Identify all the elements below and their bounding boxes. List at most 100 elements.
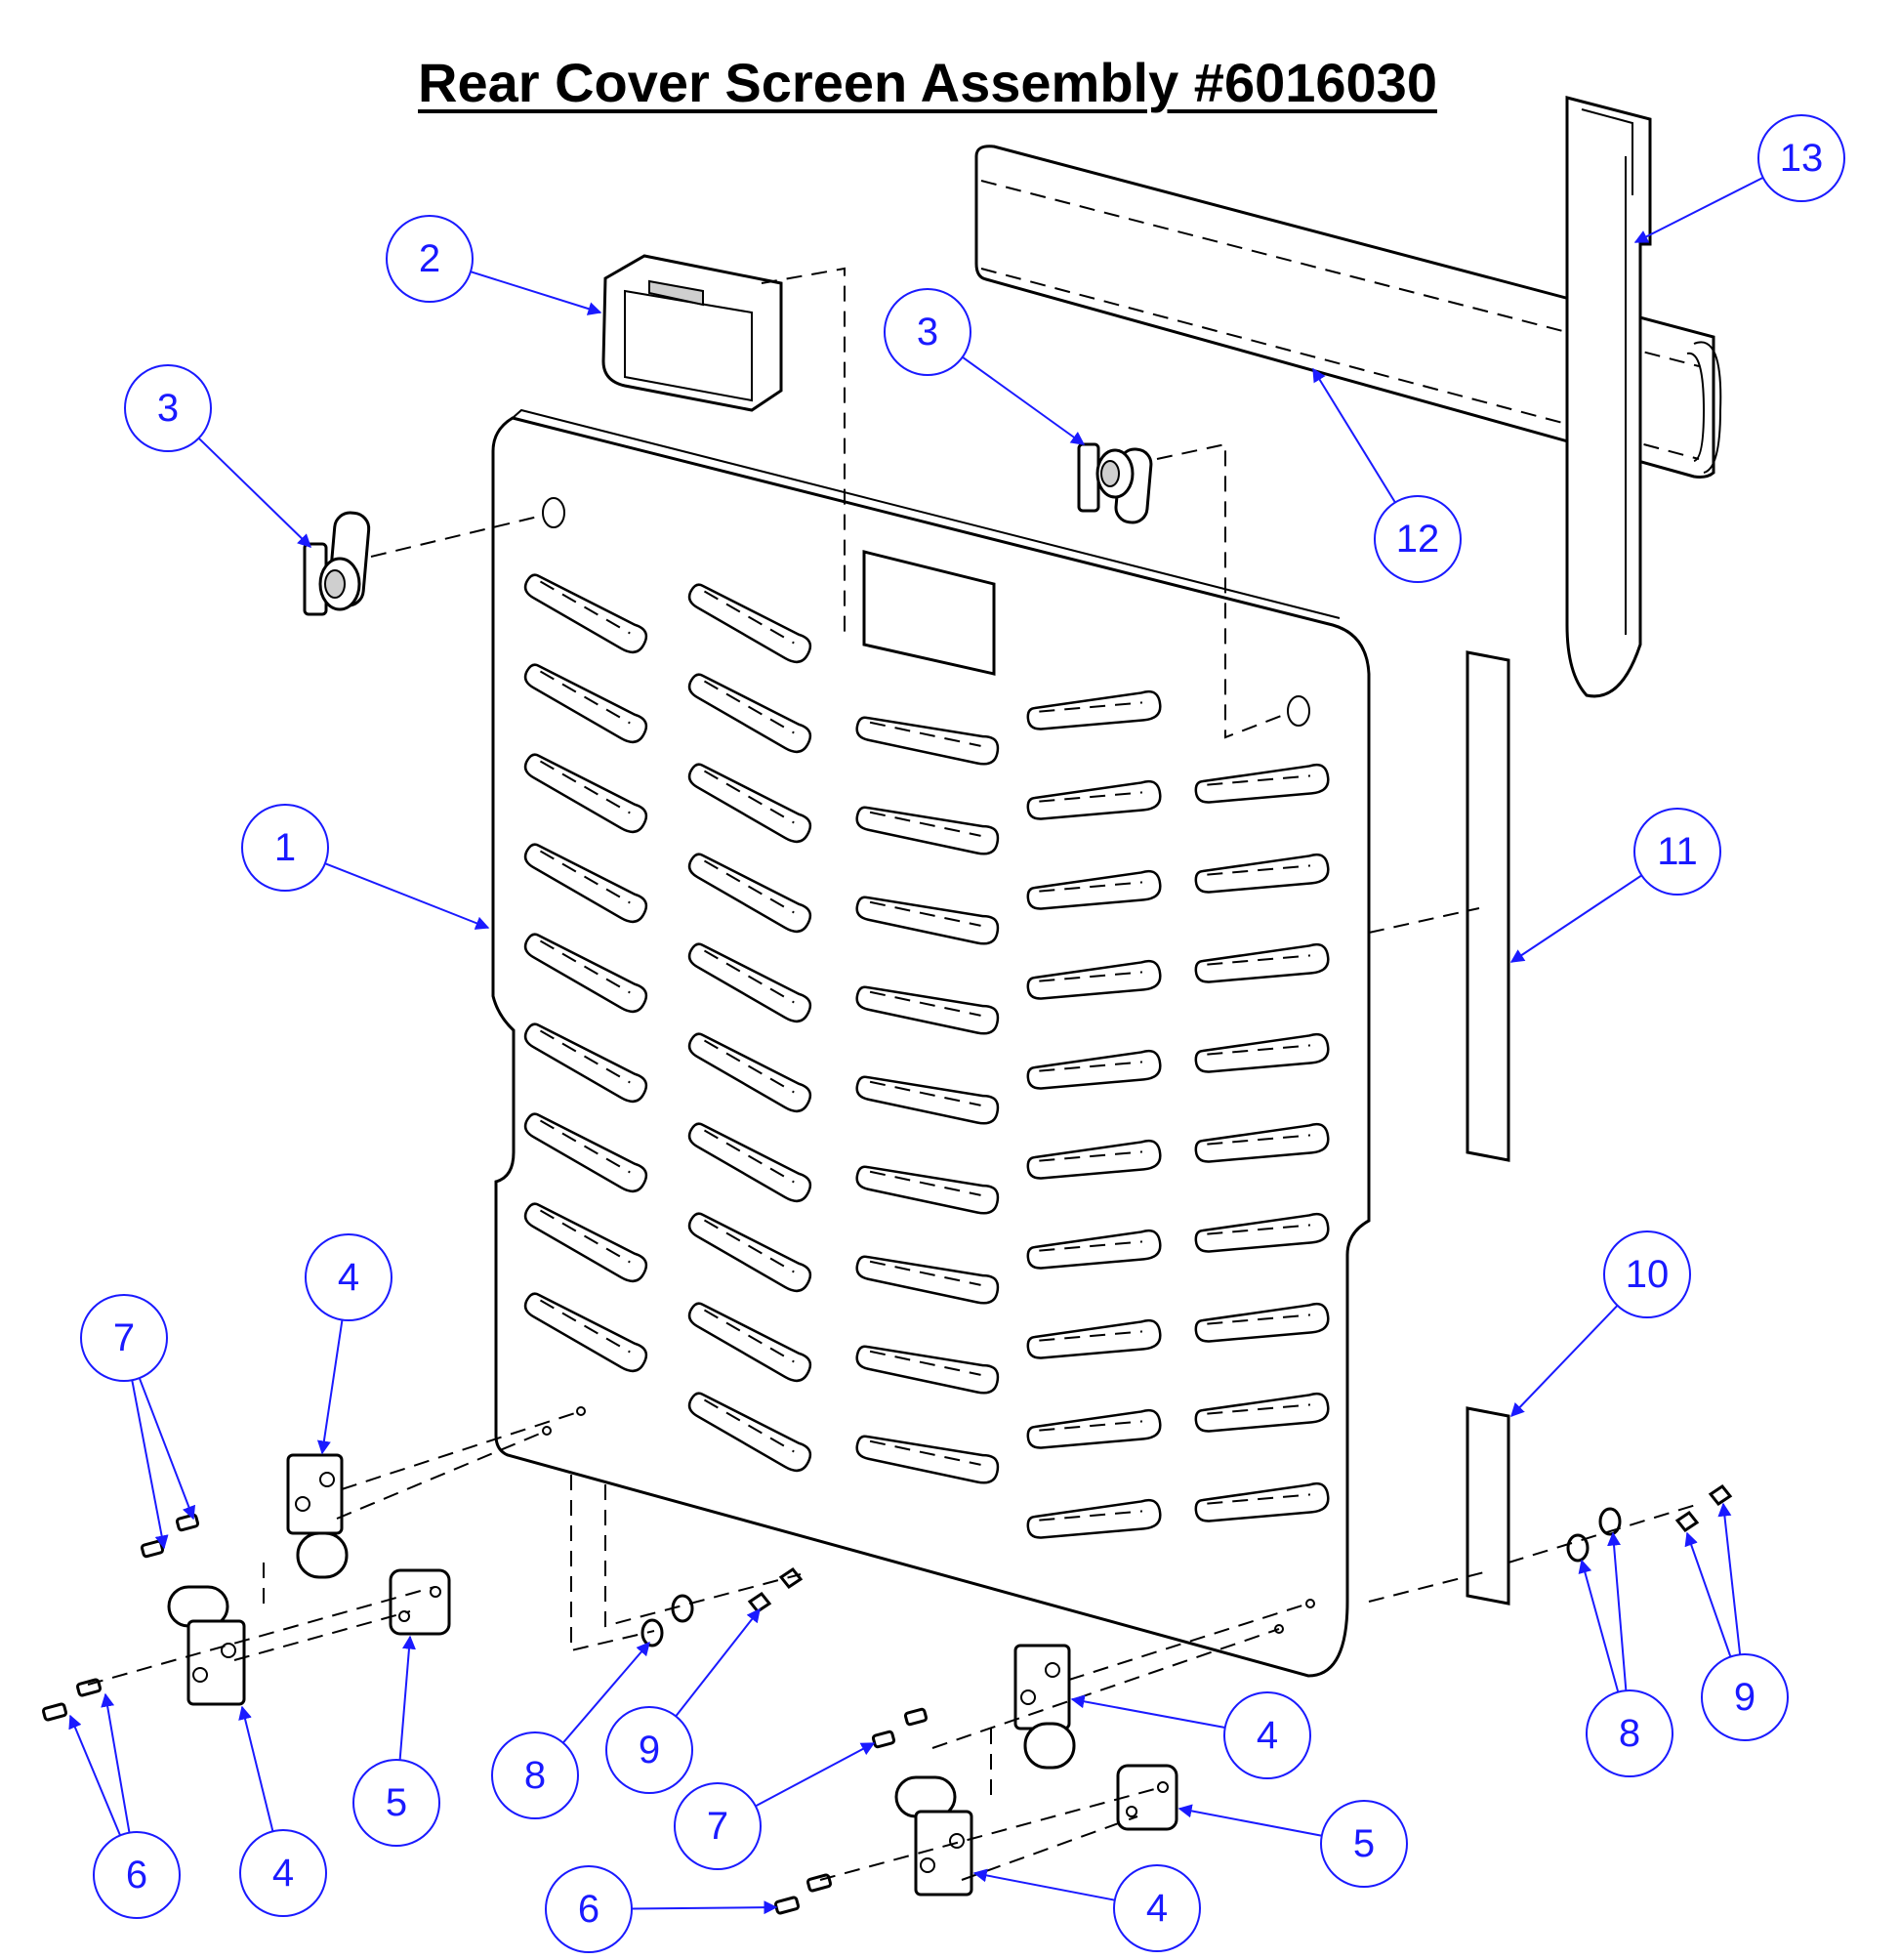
louver-slot	[687, 1122, 812, 1203]
leader-arrow	[755, 1742, 876, 1808]
diagram-title: Rear Cover Screen Assembly #6016030	[418, 52, 1437, 113]
leader-arrow	[1717, 1502, 1742, 1655]
leader-arrow	[197, 437, 312, 548]
louver-slot	[687, 673, 812, 754]
callout-label: 6	[126, 1854, 147, 1897]
callout-7: 7	[674, 1782, 762, 1870]
louver-slot	[1194, 942, 1330, 983]
callout-5: 5	[352, 1759, 440, 1847]
callout-4: 4	[305, 1233, 392, 1321]
callout-circle	[1701, 1653, 1789, 1741]
callout-circle	[386, 215, 474, 303]
callout-circle	[491, 1731, 579, 1819]
louver-slot	[1194, 1392, 1330, 1433]
callout-label: 5	[386, 1781, 407, 1824]
leader-arrow	[1510, 1305, 1619, 1418]
callout-11: 11	[1633, 808, 1721, 896]
seal-strip-upper	[1466, 650, 1510, 1162]
louver-slot	[687, 1212, 812, 1293]
callout-label: 4	[272, 1852, 294, 1895]
callout-6: 6	[93, 1831, 181, 1919]
callout-circle	[80, 1294, 168, 1382]
callout-8: 8	[491, 1731, 579, 1819]
callout-label: 4	[1257, 1714, 1278, 1757]
callout-9: 9	[605, 1706, 693, 1794]
leader-arrow	[972, 1868, 1115, 1901]
leader-arrow	[962, 355, 1086, 445]
callout-circle	[605, 1706, 693, 1794]
louver-slot	[855, 1435, 1000, 1484]
louver-slot	[523, 1022, 648, 1104]
louver-slot	[523, 1292, 648, 1373]
leader-arrow	[1578, 1559, 1620, 1692]
callout-label: 9	[1734, 1676, 1755, 1719]
louver-slot	[855, 716, 1000, 766]
louver-slot	[1194, 1302, 1330, 1343]
leader-arrow	[1509, 874, 1642, 963]
callout-label: 4	[338, 1256, 359, 1299]
callout-12: 12	[1374, 495, 1462, 583]
callout-label: 11	[1657, 830, 1698, 873]
louver-slot	[1194, 1481, 1330, 1522]
louver-slot	[1194, 1212, 1330, 1253]
louver-slot	[523, 663, 648, 744]
callout-circle	[305, 1233, 392, 1321]
callout-circle	[241, 804, 329, 892]
louver-slot	[523, 573, 648, 654]
callout-4: 4	[239, 1829, 327, 1917]
lock-hole-right	[1287, 695, 1310, 727]
retaining-strap	[1565, 96, 1652, 698]
leader-arrow	[1177, 1804, 1322, 1837]
handle-cutout	[862, 550, 996, 676]
leader-arrow	[1684, 1531, 1732, 1657]
callout-10: 10	[1603, 1230, 1691, 1318]
callout-circle	[1223, 1691, 1311, 1779]
callout-circle	[124, 364, 212, 452]
callout-label: 6	[578, 1888, 599, 1931]
callout-label: 7	[113, 1316, 135, 1359]
callout-label: 3	[917, 311, 938, 354]
louver-slot	[523, 843, 648, 924]
louver-slot	[1026, 1229, 1162, 1270]
leader-arrow	[324, 862, 490, 930]
callout-circle	[1586, 1689, 1673, 1777]
louver-slot	[855, 1345, 1000, 1395]
leader-arrow	[101, 1692, 131, 1833]
louver-slot	[1194, 1032, 1330, 1073]
recessed-handle	[601, 254, 783, 412]
callout-label: 4	[1146, 1887, 1168, 1930]
callout-2: 2	[386, 215, 474, 303]
callout-circle	[239, 1829, 327, 1917]
louver-slot	[855, 806, 1000, 855]
louver-slot	[1026, 1318, 1162, 1359]
louver-slot	[1026, 689, 1162, 730]
callout-label: 3	[157, 387, 179, 430]
callout-circle	[352, 1759, 440, 1847]
louver-slot	[687, 1032, 812, 1113]
hinge-upper-right	[1013, 1644, 1076, 1770]
louver-slot	[1026, 1049, 1162, 1090]
louver-slot	[687, 1392, 812, 1473]
callout-circle	[545, 1865, 633, 1953]
louver-slot	[1026, 1139, 1162, 1180]
leader-arrow	[316, 1319, 344, 1455]
callout-5: 5	[1320, 1800, 1408, 1888]
leader-arrow	[470, 271, 602, 315]
leader-arrow	[1070, 1694, 1225, 1729]
callout-circle	[1320, 1800, 1408, 1888]
callout-4: 4	[1113, 1864, 1201, 1952]
louver-slot	[855, 985, 1000, 1035]
leader-arrow	[138, 1377, 196, 1521]
hinge-upper-left	[286, 1453, 349, 1579]
louver-slot	[855, 1075, 1000, 1125]
louver-slot	[687, 942, 812, 1023]
seal-strip-lower	[1466, 1406, 1510, 1606]
leader-arrow	[1633, 176, 1764, 243]
louver-slot	[1026, 1498, 1162, 1539]
leader-lines	[68, 176, 1764, 1915]
callout-label: 9	[639, 1729, 660, 1772]
louver-slot	[855, 1165, 1000, 1215]
louver-slot	[855, 896, 1000, 945]
